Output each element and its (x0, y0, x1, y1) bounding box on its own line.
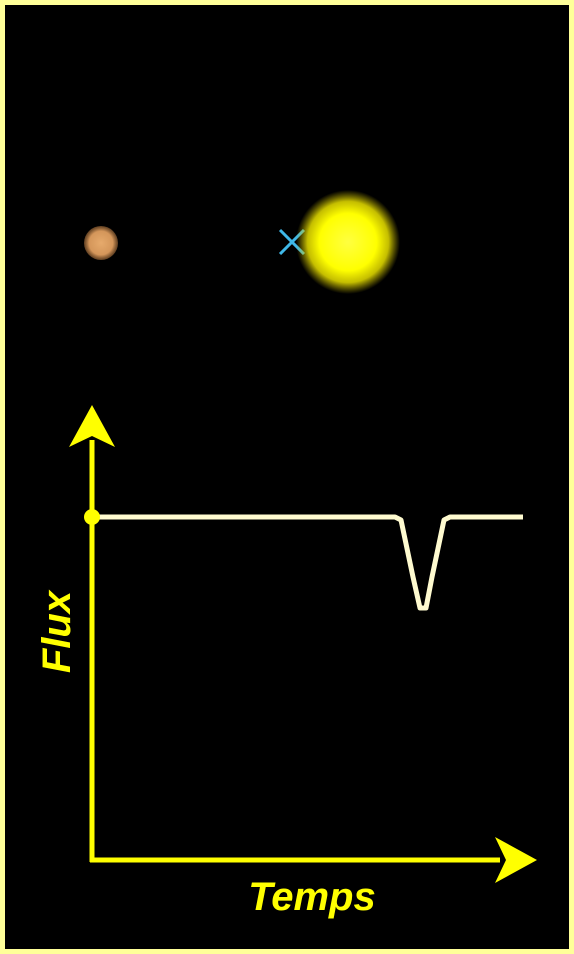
y-axis-arrowhead (69, 405, 115, 447)
y-axis-label: Flux (35, 589, 79, 673)
planet (84, 226, 118, 260)
star (296, 190, 400, 294)
x-axis-arrowhead (495, 837, 537, 883)
light-curve (92, 514, 523, 611)
x-axis (90, 837, 537, 883)
x-axis-label: Temps (248, 875, 375, 919)
y-intercept-dot (84, 509, 100, 525)
